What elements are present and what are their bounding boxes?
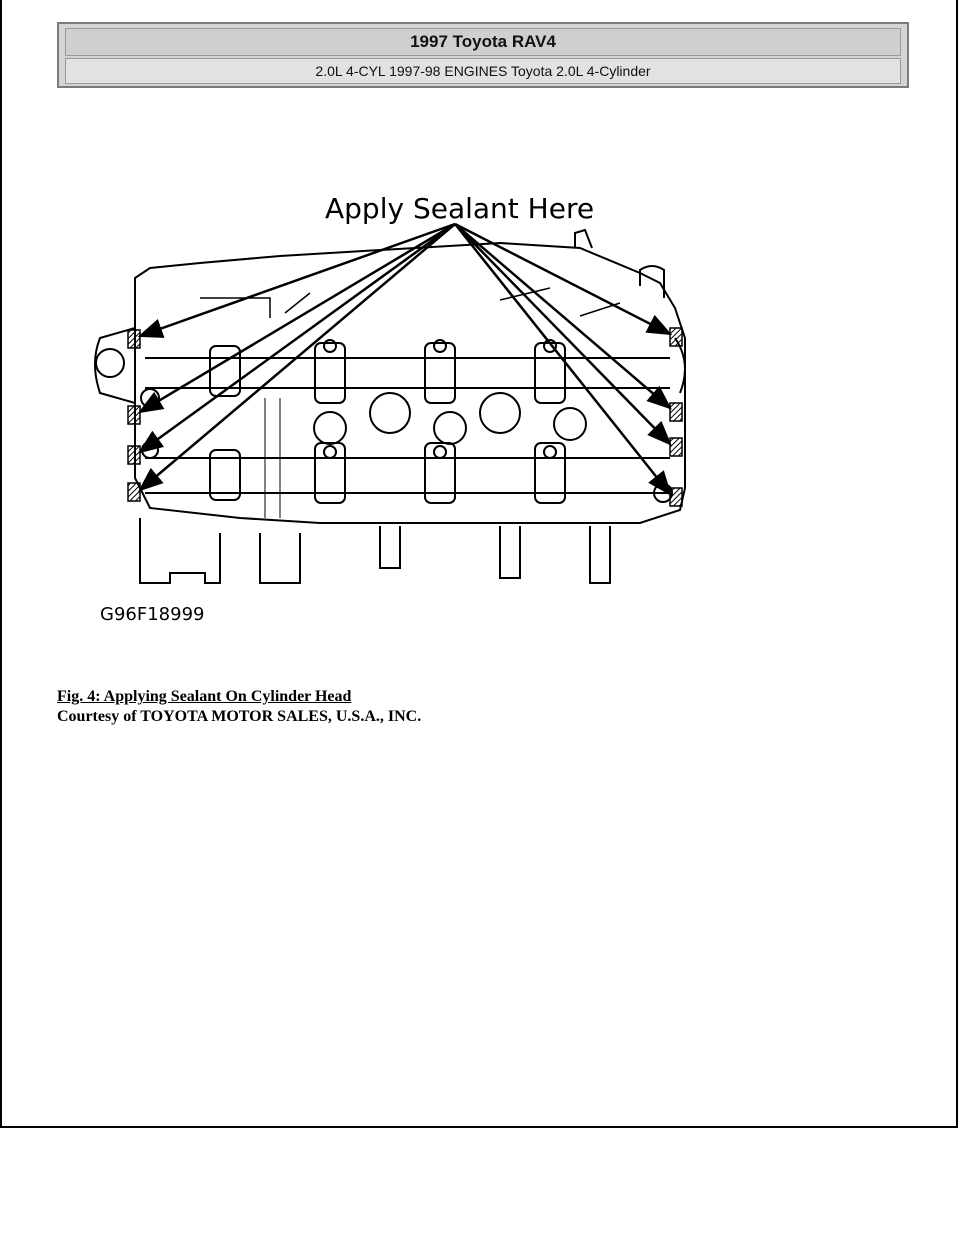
callout-label: Apply Sealant Here bbox=[325, 192, 594, 225]
cylinder-head-figure: Apply Sealant Here bbox=[94, 192, 686, 625]
sealant-points bbox=[127, 327, 683, 507]
figure-caption-courtesy: Courtesy of TOYOTA MOTOR SALES, U.S.A., … bbox=[57, 708, 422, 725]
document-title: 1997 Toyota RAV4 bbox=[65, 28, 901, 56]
cylinder-head-drawing bbox=[94, 228, 686, 584]
document-subtitle: 2.0L 4-CYL 1997-98 ENGINES Toyota 2.0L 4… bbox=[65, 58, 901, 84]
page-frame bbox=[0, 0, 958, 1128]
callout-arrows bbox=[137, 222, 673, 496]
figure-code: G96F18999 bbox=[100, 604, 204, 625]
document-header: 1997 Toyota RAV4 2.0L 4-CYL 1997-98 ENGI… bbox=[57, 22, 909, 88]
figure-caption-title[interactable]: Fig. 4: Applying Sealant On Cylinder Hea… bbox=[57, 688, 352, 705]
